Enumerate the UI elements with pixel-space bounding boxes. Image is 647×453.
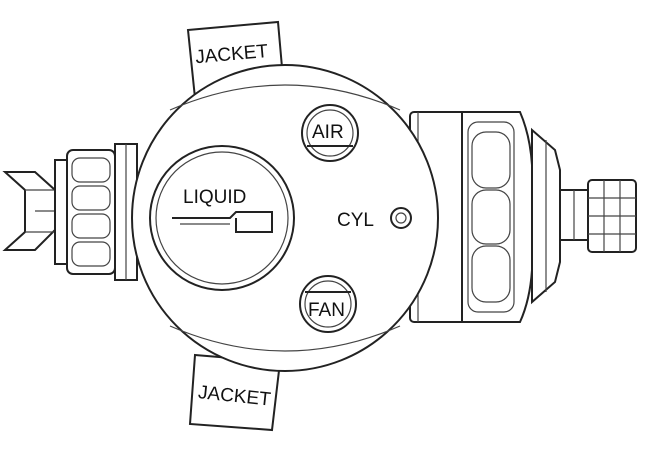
fan-knob: [299, 275, 357, 333]
air-label: AIR: [312, 122, 344, 143]
main-head-body: [131, 64, 439, 372]
fan-label: FAN: [308, 300, 345, 321]
air-knob: [301, 104, 359, 162]
right-fitting: [587, 179, 637, 253]
cyl-label: CYL: [337, 210, 374, 231]
cyl-port: [390, 207, 412, 229]
liquid-label: LIQUID: [183, 187, 246, 208]
liquid-adjuster: [149, 145, 295, 291]
left-nozzle: [2, 143, 138, 281]
